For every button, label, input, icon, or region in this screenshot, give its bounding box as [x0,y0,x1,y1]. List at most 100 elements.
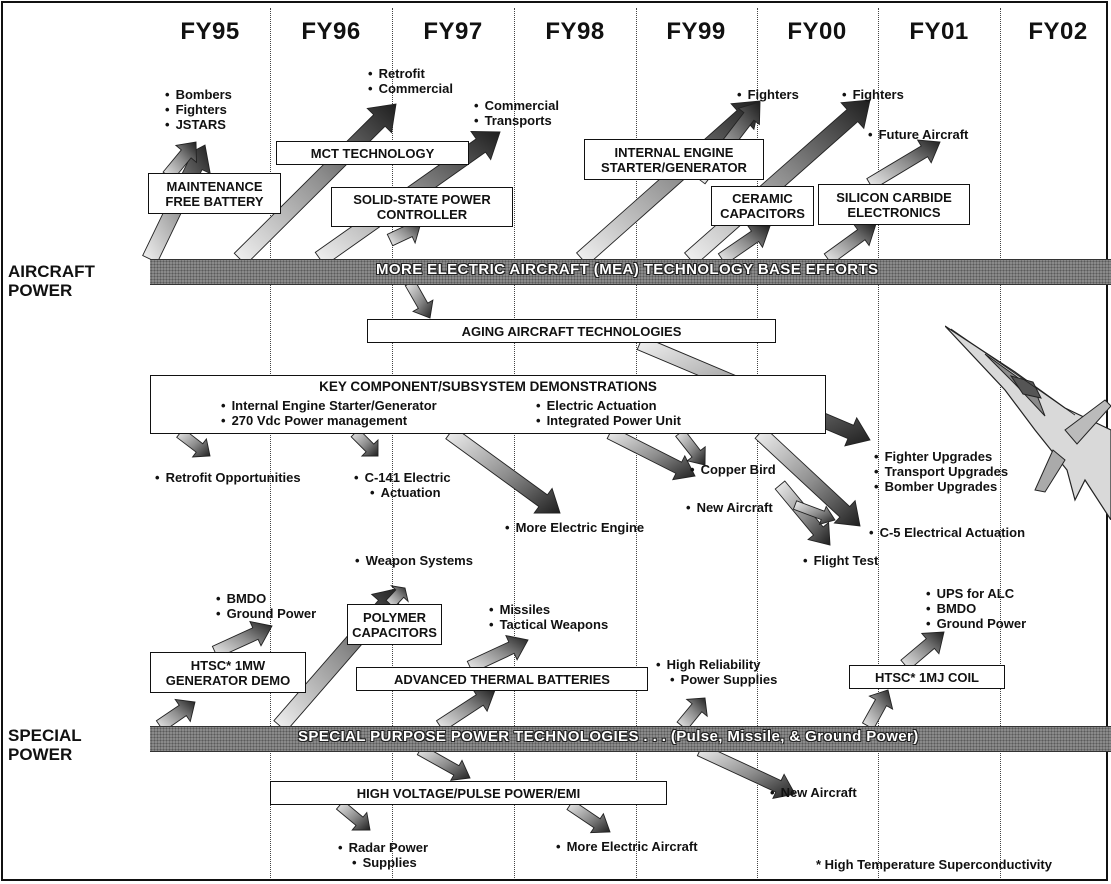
new-aircraft-label-2: New Aircraft [770,785,857,800]
mea-band-label: MORE ELECTRIC AIRCRAFT (MEA) TECHNOLOGY … [376,261,879,278]
bmdo-ground-power: BMDO Ground Power [216,591,317,621]
battery-up-arrow [162,141,197,181]
missiles-weapons: Missiles Tactical Weapons [489,602,609,632]
ies-arrow [575,100,761,266]
mea-band: MORE ELECTRIC AIRCRAFT (MEA) TECHNOLOGY … [150,259,1111,285]
list-item: Ground Power [926,616,1027,631]
list-item: More Electric Aircraft [556,839,698,854]
solid-state-power-controller-box: SOLID-STATE POWER CONTROLLER [331,187,513,227]
year-separator [878,8,879,878]
maintenance-free-battery-box: MAINTENANCE FREE BATTERY [148,173,281,214]
new-aircraft-label: New Aircraft [686,500,773,515]
hv-down-1 [335,800,371,831]
weapon-systems: Weapon Systems [355,553,473,568]
footnote: * High Temperature Superconductivity [816,857,1052,872]
sic-target: Future Aircraft [868,127,969,142]
more-electric-engine: More Electric Engine [505,520,645,535]
list-item: Fighters [737,87,799,102]
list-item: Commercial [474,98,559,113]
special-power-band: SPECIAL PURPOSE POWER TECHNOLOGIES . . .… [150,726,1111,752]
aging-aircraft-box: AGING AIRCRAFT TECHNOLOGIES [367,319,776,343]
coil-arrow [861,689,894,730]
aging-arrow [404,279,434,319]
coil-up-arrow [900,631,945,671]
year-separator [270,8,271,878]
ups-list: UPS for ALC BMDO Ground Power [926,586,1027,631]
radar-power: Radar Power Supplies [338,840,428,870]
thermal-up-arrow [466,634,529,674]
high-voltage-pulse-box: HIGH VOLTAGE/PULSE POWER/EMI [270,781,667,805]
list-item: Copper Bird [690,462,776,477]
htsc-generator-box: HTSC* 1MW GENERATOR DEMO [150,652,306,693]
year-header-fy96: FY96 [301,18,361,45]
mct-technology-box: MCT TECHNOLOGY [276,141,469,165]
list-item: JSTARS [165,117,232,132]
special-band-label: SPECIAL PURPOSE POWER TECHNOLOGIES . . .… [298,728,919,745]
year-header-fy01: FY01 [909,18,969,45]
list-item: BMDO [216,591,316,606]
list-item: Transports [474,113,559,128]
key-component-title: KEY COMPONENT/SUBSYSTEM DEMONSTRATIONS [319,379,657,394]
year-header-fy99: FY99 [666,18,726,45]
more-electric-aircraft: More Electric Aircraft [556,839,698,854]
list-item: Electric Actuation [536,398,681,413]
list-item: UPS for ALC [926,586,1026,601]
internal-engine-starter-box: INTERNAL ENGINE STARTER/GENERATOR [584,139,764,180]
year-separator [392,8,393,878]
row-label-aircraft-power: AIRCRAFT POWER [8,262,95,300]
list-item: High Reliability [656,657,777,672]
list-item: New Aircraft [770,785,857,800]
battery-targets: Bombers Fighters JSTARS [165,87,232,132]
list-item: Bomber Upgrades [874,479,1008,494]
list-item: New Aircraft [686,500,773,515]
list-item: Bombers [165,87,232,102]
list-item: 270 Vdc Power management [221,413,437,428]
silicon-carbide-box: SILICON CARBIDE ELECTRONICS [818,184,970,225]
list-item: Retrofit [368,66,453,81]
ies-target: Fighters [737,87,799,102]
list-item: Integrated Power Unit [536,413,681,428]
high-reliability: High Reliability Power Supplies [656,657,778,687]
year-header-fy95: FY95 [180,18,240,45]
list-item: Fighters [165,102,232,117]
list-item: C-141 Electric [354,470,451,485]
advanced-thermal-batteries-box: ADVANCED THERMAL BATTERIES [356,667,648,691]
sic-up-arrow [866,139,941,191]
list-item: C-5 Electrical Actuation [869,525,1025,540]
row-label-special-power: SPECIAL POWER [8,726,82,764]
key-component-col1: Internal Engine Starter/Generator 270 Vd… [221,398,437,428]
list-item: Missiles [489,602,608,617]
ceramic-capacitors-box: CERAMIC CAPACITORS [711,186,814,226]
key-component-col2: Electric Actuation Integrated Power Unit [536,398,681,428]
down-arrow-9 [792,500,836,525]
list-item: Radar Power [338,840,428,855]
c5-actuation: C-5 Electrical Actuation [869,525,1025,540]
list-item: Weapon Systems [355,553,473,568]
year-header-fy02: FY02 [1028,18,1088,45]
list-item: Flight Test [803,553,879,568]
sspc-targets: Commercial Transports [474,98,559,128]
upgrades-list: Fighter Upgrades Transport Upgrades Bomb… [874,449,1009,494]
year-separator [1000,8,1001,878]
list-item-cont: Actuation [354,485,451,500]
key-component-box: KEY COMPONENT/SUBSYSTEM DEMONSTRATIONS I… [150,375,826,434]
copper-bird: Copper Bird [690,462,776,477]
list-item: Transport Upgrades [874,464,1009,479]
retrofit-opportunities: Retrofit Opportunities [155,470,301,485]
list-item: Tactical Weapons [489,617,609,632]
down-arrow-5 [675,429,706,466]
list-item: Ground Power [216,606,317,621]
polymer-capacitors-box: POLYMER CAPACITORS [347,604,442,645]
htsc-arrow [155,698,196,732]
year-header-fy00: FY00 [787,18,847,45]
list-item-cont: Power Supplies [656,672,778,687]
flight-test: Flight Test [803,553,879,568]
down-arrow-3 [445,426,561,514]
list-item: Fighters [842,87,904,102]
thermal-arrow [435,688,496,732]
list-item: Retrofit Opportunities [155,470,301,485]
polymer-up-arrow [385,585,409,609]
down-arrow-7 [754,427,861,527]
list-item: More Electric Engine [505,520,645,535]
